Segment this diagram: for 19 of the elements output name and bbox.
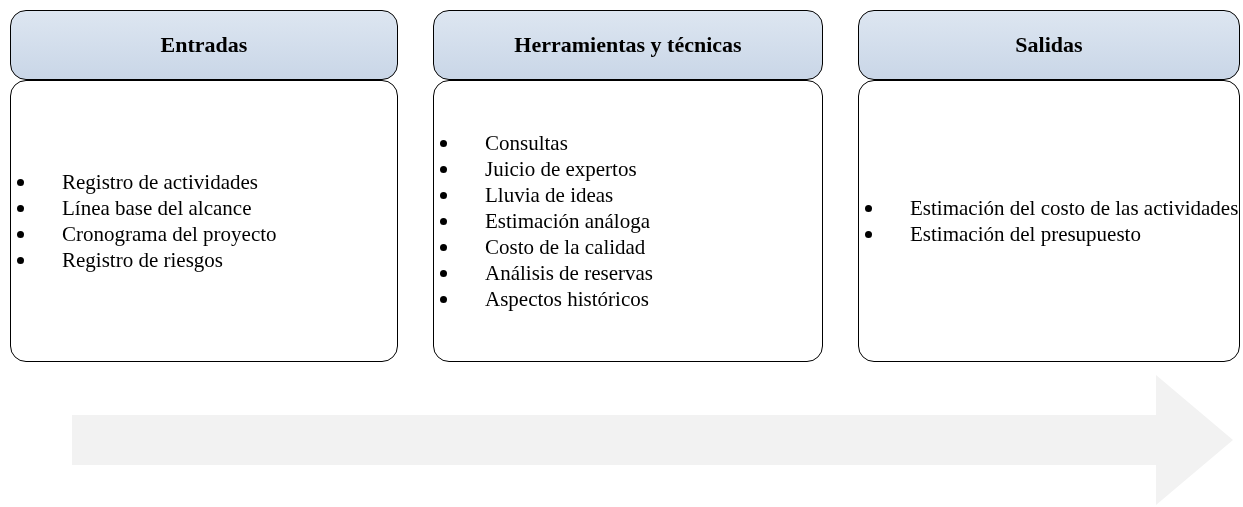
- content-panel: [433, 80, 823, 362]
- column-header: Entradas: [10, 10, 398, 80]
- bullet-item: Costo de la calidad: [485, 234, 646, 260]
- bullet-item: Cronograma del proyecto: [62, 221, 277, 247]
- column-header: Herramientas y técnicas: [433, 10, 823, 80]
- bullet-item: Consultas: [485, 130, 568, 156]
- bullet-item: Registro de actividades: [62, 169, 258, 195]
- bullet-item: Juicio de expertos: [485, 156, 637, 182]
- bullet-item: Lluvia de ideas: [485, 182, 614, 208]
- bullet-item: Estimación del costo de las actividades: [910, 195, 1239, 221]
- bullet-item: Estimación análoga: [485, 208, 651, 234]
- bullet-item: Registro de riesgos: [62, 247, 223, 273]
- bullet-item: Estimación del presupuesto: [910, 221, 1141, 247]
- bullet-item: Línea base del alcance: [62, 195, 252, 221]
- column-header: Salidas: [858, 10, 1240, 80]
- content-panel: [858, 80, 1240, 362]
- bullet-item: Aspectos históricos: [485, 286, 649, 312]
- content-panel: [10, 80, 398, 362]
- bullet-item: Análisis de reservas: [485, 260, 653, 286]
